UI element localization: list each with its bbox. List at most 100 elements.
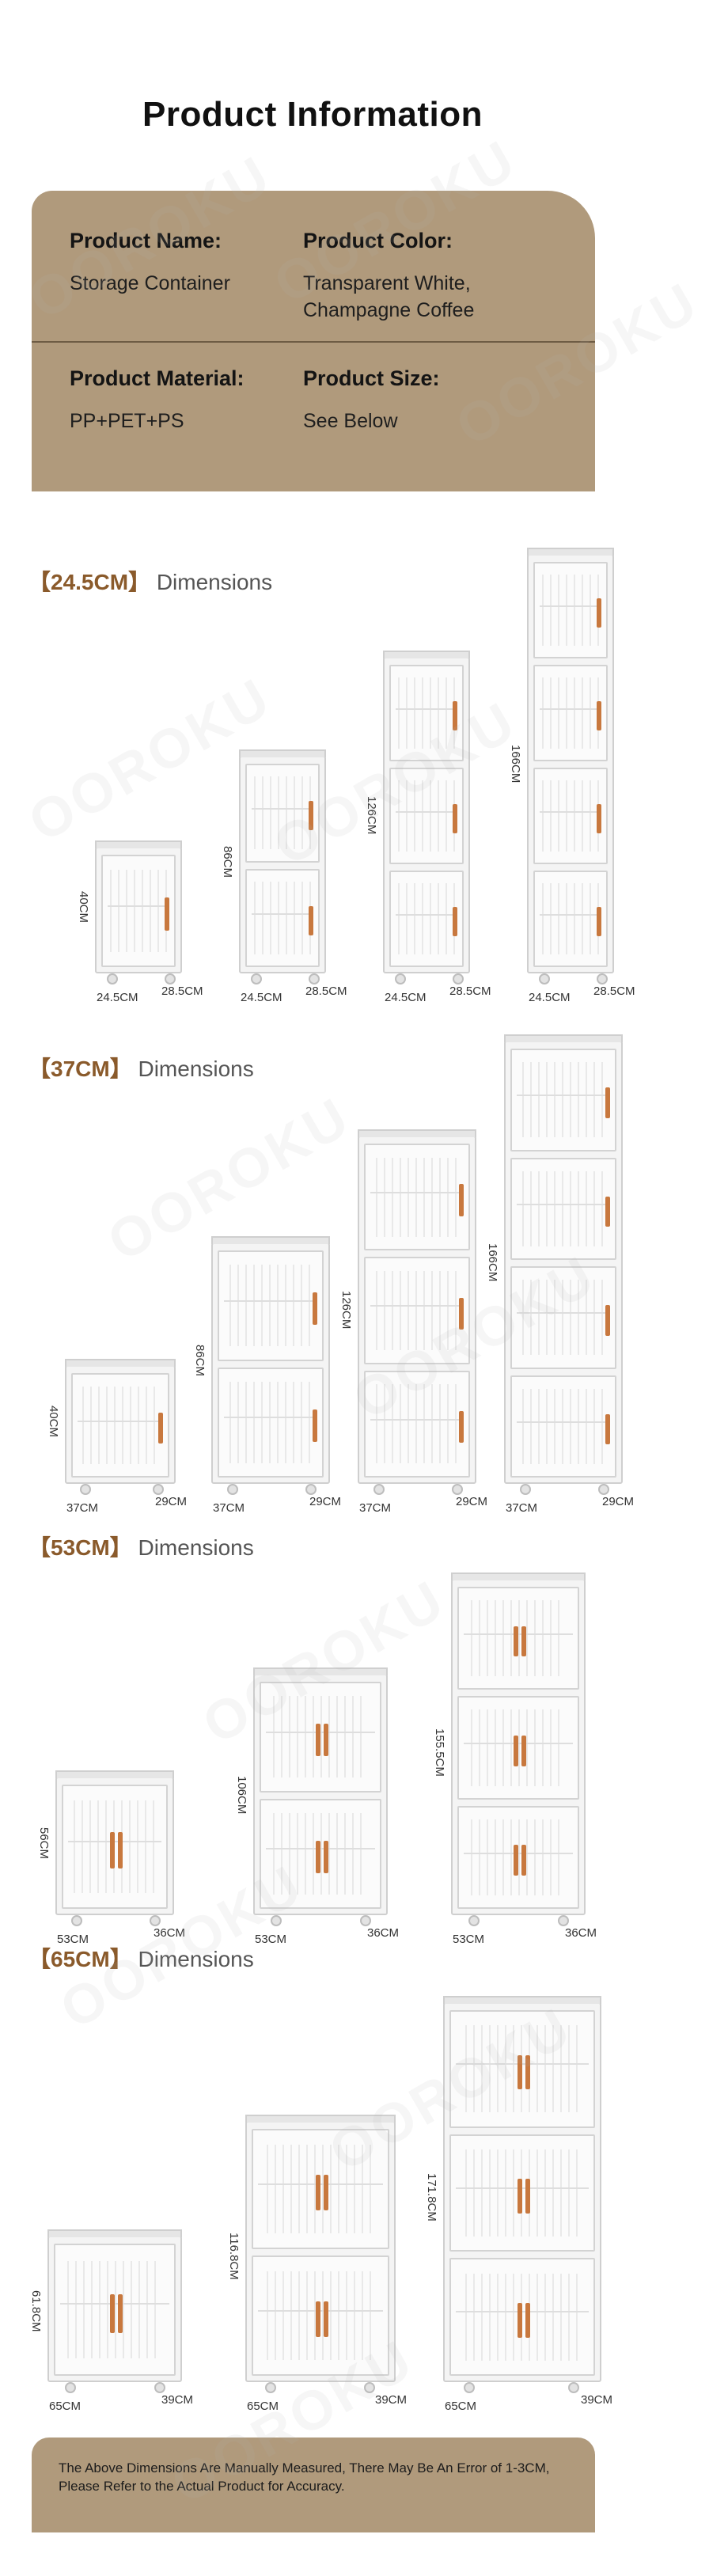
door-handle [518, 2302, 522, 2338]
dimension-width-label: 53CM [453, 1933, 485, 1946]
caster-wheel [464, 2382, 475, 2393]
door-handle [309, 905, 313, 935]
cabinet-tier [389, 871, 464, 967]
tier-shelf [252, 808, 313, 810]
caster-wheel [557, 1915, 569, 1926]
door-handle [525, 2302, 530, 2338]
door-handle [518, 2179, 522, 2214]
door-handle [459, 1184, 464, 1216]
door-handle [518, 2054, 522, 2090]
section-title: 【24.5CM】 Dimensions [28, 565, 272, 597]
cabinet-tier [101, 855, 176, 967]
dimension-width-label: 24.5CM [529, 991, 571, 1004]
cabinet-top-panel [253, 1667, 388, 1675]
tier-transparent-door [376, 1384, 458, 1464]
storage-cabinet-image [65, 1359, 176, 1495]
door-handle [514, 1735, 518, 1766]
door-handle [110, 2293, 115, 2333]
tier-transparent-door [254, 776, 311, 850]
caster-wheel [107, 973, 119, 984]
dimension-height-label: 171.8CM [425, 2173, 438, 2221]
section-size-label: 【65CM】 [28, 1947, 132, 1971]
door-handle [605, 1413, 610, 1445]
tier-transparent-door [273, 1812, 368, 1895]
tier-transparent-door [542, 575, 599, 646]
cabinet-top-panel [527, 548, 614, 556]
dimension-depth-label: 36CM [565, 1926, 597, 1940]
cabinet-tier [533, 871, 608, 967]
info-divider [32, 341, 595, 343]
door-handle [521, 1735, 526, 1766]
section-size-label: 【37CM】 [28, 1057, 132, 1081]
product-name-block: Product Name: Storage Container [70, 229, 230, 298]
dimension-height-label: 155.5CM [433, 1728, 446, 1777]
cabinet-top-panel [245, 2115, 396, 2123]
product-size-label: Product Size: [303, 366, 440, 390]
dimension-height-label: 86CM [193, 1344, 207, 1376]
caster-wheel [227, 1484, 238, 1495]
product-name-value: Storage Container [70, 272, 230, 294]
storage-cabinet-image [383, 651, 470, 984]
tier-transparent-door [522, 1388, 605, 1464]
product-material-value: PP+PET+PS [70, 410, 184, 432]
cabinet-top-panel [451, 1573, 586, 1580]
tier-transparent-door [522, 1170, 605, 1246]
storage-cabinet-image [253, 1667, 388, 1926]
tier-transparent-door [522, 1062, 605, 1138]
dimension-depth-label: 28.5CM [305, 984, 347, 998]
tier-transparent-door [110, 869, 167, 953]
caster-wheel [364, 2382, 376, 2393]
tier-shelf [456, 2187, 589, 2189]
tier-transparent-door [67, 2260, 162, 2359]
door-handle [597, 804, 601, 833]
cabinet-tier [510, 1375, 616, 1478]
dimension-height-label: 86CM [221, 845, 234, 878]
cabinet-tier [449, 2010, 595, 2128]
cabinet-tier [510, 1157, 616, 1260]
caster-wheel [251, 973, 263, 984]
product-color-value: Transparent White, Champagne Coffee [303, 271, 474, 324]
cabinet-top-panel [504, 1034, 623, 1042]
tier-transparent-door [465, 2273, 579, 2361]
tier-shelf [252, 912, 313, 915]
tier-transparent-door [471, 1709, 566, 1786]
caster-wheel [264, 2382, 276, 2393]
cabinet-tier [218, 1250, 324, 1361]
cabinet-tier [510, 1049, 616, 1151]
dimension-height-label: 40CM [77, 891, 90, 924]
cabinet-top-panel [55, 1770, 174, 1778]
tier-shelf [78, 1420, 163, 1422]
dimension-height-label: 166CM [486, 1243, 499, 1282]
section-title: 【37CM】 Dimensions [28, 1052, 254, 1083]
dimension-depth-label: 39CM [375, 2393, 408, 2407]
door-handle [597, 598, 601, 628]
product-name-label: Product Name: [70, 229, 222, 252]
tier-transparent-door [398, 883, 455, 954]
section-dimensions-word: Dimensions [131, 1057, 254, 1081]
tier-transparent-door [229, 1381, 312, 1463]
cabinet-tier [364, 1144, 470, 1251]
storage-cabinet-image [504, 1034, 623, 1495]
cabinet-tier [364, 1370, 470, 1478]
cabinet-tier [389, 665, 464, 761]
storage-cabinet-image [443, 1996, 601, 2393]
product-color-label: Product Color: [303, 229, 453, 252]
cabinet-top-panel [443, 1996, 601, 2004]
door-handle [316, 1840, 320, 1873]
product-color-block: Product Color: Transparent White, Champa… [303, 229, 474, 324]
caster-wheel [308, 973, 320, 984]
dimension-height-label: 126CM [339, 1291, 353, 1330]
door-handle [453, 701, 457, 730]
cabinet-tier [260, 1682, 381, 1793]
caster-wheel [153, 1484, 165, 1495]
door-handle [605, 1196, 610, 1227]
cabinet-tier [457, 1587, 579, 1690]
product-material-label: Product Material: [70, 366, 245, 390]
footer-line-2: Please Refer to the Actual Product for A… [59, 2478, 345, 2494]
dimension-width-label: 37CM [359, 1501, 392, 1515]
dimension-depth-label: 36CM [367, 1926, 400, 1940]
cabinet-tier [218, 1367, 324, 1478]
storage-cabinet-image [239, 749, 326, 984]
door-handle [597, 701, 601, 730]
dimension-depth-label: 39CM [161, 2393, 194, 2407]
